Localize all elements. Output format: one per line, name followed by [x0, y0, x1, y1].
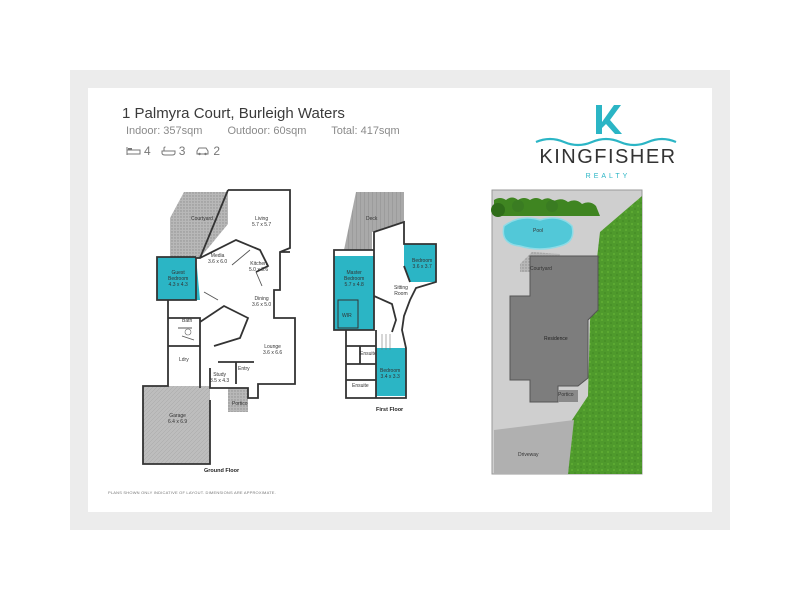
wir-area [337, 299, 359, 329]
portico-roof [558, 390, 578, 402]
portico-area [228, 388, 248, 412]
ground-floor-walls [142, 189, 296, 465]
beds-group: 4 [126, 144, 151, 158]
label-driveway: Driveway [518, 452, 539, 458]
label-bedroom-2: Bedroom 3.6 x 3.7 [412, 258, 433, 270]
disclaimer-text: PLANS SHOWN ONLY INDICATIVE OF LAYOUT. D… [108, 490, 276, 495]
cars-group: 2 [195, 144, 220, 158]
site-plan [491, 189, 643, 475]
ground-floor-plan [142, 189, 296, 465]
lawn-area [568, 196, 642, 474]
label-entry: Entry [238, 366, 250, 372]
first-floor-title: First Floor [376, 407, 404, 413]
label-wir: WIR [342, 313, 352, 319]
tree [546, 200, 558, 212]
label-bedroom-3: Bedroom 3.4 x 3.3 [380, 368, 401, 380]
bedroom2-area [404, 244, 436, 282]
kingfisher-logo-icon [535, 105, 677, 147]
label-portico: Portico [232, 401, 248, 407]
bed-icon [126, 147, 141, 155]
first-floor-stairs [381, 334, 391, 350]
first-floor-plan [333, 192, 437, 399]
label-guest-bedroom: Guest Bedroom 4.3 x 4.3 [168, 270, 189, 288]
indoor-area: Indoor: 357sqm [126, 125, 203, 137]
label-deck: Deck [366, 216, 378, 222]
brand-sub: REALTY [585, 173, 631, 180]
label-pool: Pool [533, 228, 544, 234]
ground-floor-title: Ground Floor [204, 468, 240, 474]
label-courtyard: Courtyard [191, 216, 213, 222]
tree [512, 200, 524, 212]
tree [491, 203, 505, 217]
label-ldry: Ldry [179, 357, 189, 363]
label-kitchen: Kitchen 5.0 x 3.6 [249, 261, 269, 273]
label-media: Media 3.6 x 6.0 [208, 253, 228, 265]
first-floor-walls [333, 220, 437, 399]
total-area: Total: 417sqm [331, 125, 400, 137]
label-ensuite-1: Ensuite [360, 351, 377, 357]
feature-icons: 4 3 2 [126, 144, 220, 158]
brand-name: KINGFISHER [539, 146, 677, 168]
garage-area [143, 386, 210, 464]
ground-floor-inner-walls [178, 249, 263, 341]
guest-bedroom-area [157, 257, 200, 300]
outdoor-area: Outdoor: 60sqm [227, 125, 307, 137]
label-garage: Garage 6.4 x 6.9 [168, 413, 188, 425]
bedroom3-area [376, 348, 406, 396]
courtyard-area [170, 192, 228, 258]
label-master-bedroom: Master Bedroom 5.7 x 4.8 [344, 270, 365, 288]
pool-shape [502, 217, 574, 250]
label-ensuite-2: Ensuite [352, 383, 369, 389]
baths-group: 3 [161, 144, 186, 158]
label-study: Study 3.5 x 4.3 [210, 372, 230, 384]
bath-icon [161, 146, 176, 156]
label-bath: Bath [182, 318, 193, 324]
baths-count: 3 [178, 144, 186, 158]
cars-count: 2 [213, 144, 221, 158]
deck-area [344, 192, 404, 250]
label-residence: Residence [544, 336, 568, 342]
beds-count: 4 [144, 144, 151, 158]
label-dining: Dining 3.6 x 5.0 [252, 296, 272, 308]
sink-icon [184, 328, 192, 336]
label-site-portico: Portico [558, 392, 574, 398]
car-icon [196, 147, 209, 156]
label-sitting-room: Sitting Room [394, 285, 408, 297]
label-lounge: Lounge 3.6 x 6.6 [263, 344, 283, 356]
label-living: Living 5.7 x 5.7 [252, 216, 272, 228]
driveway-area [494, 420, 574, 474]
property-address: 1 Palmyra Court, Burleigh Waters [122, 105, 345, 122]
area-summary: Indoor: 357sqm Outdoor: 60sqm Total: 417… [126, 125, 422, 137]
label-site-courtyard: Courtyard [530, 266, 552, 272]
